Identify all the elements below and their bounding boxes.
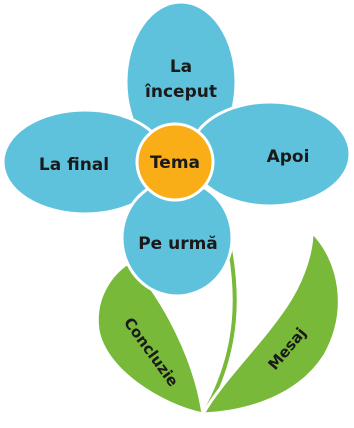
leaf-left <box>95 260 205 416</box>
petal-bottom-label: Pe urmă <box>138 234 218 254</box>
center-label: Tema <box>150 153 200 173</box>
petal-top-label-line2: început <box>144 82 217 102</box>
petal-top-label-line1: La <box>170 57 192 77</box>
petal-left-label: La final <box>39 155 109 175</box>
leaf-right <box>200 228 341 416</box>
flower-center <box>135 122 215 202</box>
petal-right-label: Apoi <box>267 147 310 167</box>
